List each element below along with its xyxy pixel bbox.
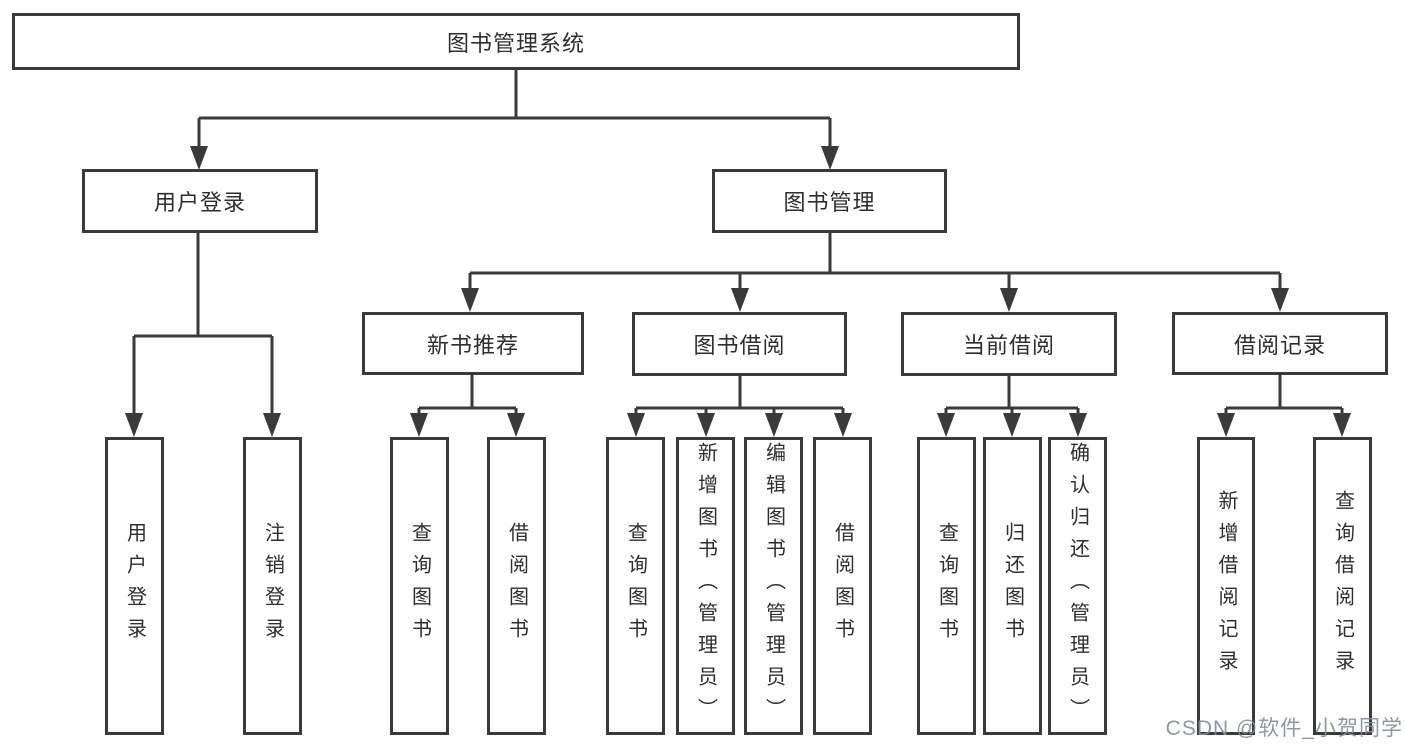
node-root-system: 图书管理系统 <box>12 13 1020 70</box>
leaf-user-login: 用户登录 <box>105 437 164 735</box>
leaf-query-books-1: 查询图书 <box>390 437 449 735</box>
leaf-label: 用户登录 <box>123 522 146 650</box>
leaf-logout: 注销登录 <box>243 437 302 735</box>
leaf-label: 查询图书 <box>935 522 958 650</box>
leaf-label: 编辑图书（管理员） <box>762 442 785 730</box>
leaf-query-books-2: 查询图书 <box>606 437 665 735</box>
node-borrow-records: 借阅记录 <box>1172 312 1388 375</box>
leaf-query-books-3: 查询图书 <box>917 437 976 735</box>
node-book-borrow: 图书借阅 <box>632 312 847 376</box>
watermark: CSDN @软件_小贺同学 <box>1165 717 1403 740</box>
leaf-borrow-books-1: 借阅图书 <box>487 437 546 735</box>
leaf-label: 归还图书 <box>1001 522 1024 650</box>
node-user-login: 用户登录 <box>82 169 318 233</box>
node-new-book-recommend: 新书推荐 <box>362 312 584 375</box>
leaf-add-book-admin: 新增图书（管理员） <box>676 437 735 735</box>
leaf-label: 注销登录 <box>261 522 284 650</box>
node-current-borrow: 当前借阅 <box>901 312 1117 376</box>
leaf-edit-book-admin: 编辑图书（管理员） <box>744 437 803 735</box>
leaf-label: 借阅图书 <box>505 522 528 650</box>
leaf-label: 新增借阅记录 <box>1215 490 1237 682</box>
leaf-label: 查询图书 <box>624 522 647 650</box>
leaf-return-books: 归还图书 <box>983 437 1042 735</box>
leaf-borrow-books-2: 借阅图书 <box>813 437 872 735</box>
leaf-query-borrow-record: 查询借阅记录 <box>1313 437 1372 735</box>
leaf-label: 借阅图书 <box>831 522 854 650</box>
leaf-add-borrow-record: 新增借阅记录 <box>1197 437 1255 735</box>
leaf-confirm-return-admin: 确认归还（管理员） <box>1048 437 1107 735</box>
leaf-label: 确认归还（管理员） <box>1066 442 1089 730</box>
leaf-label: 新增图书（管理员） <box>694 442 717 730</box>
node-book-management: 图书管理 <box>712 169 947 233</box>
leaf-label: 查询借阅记录 <box>1331 490 1354 682</box>
arrowheads <box>125 146 1351 437</box>
leaf-label: 查询图书 <box>408 522 431 650</box>
